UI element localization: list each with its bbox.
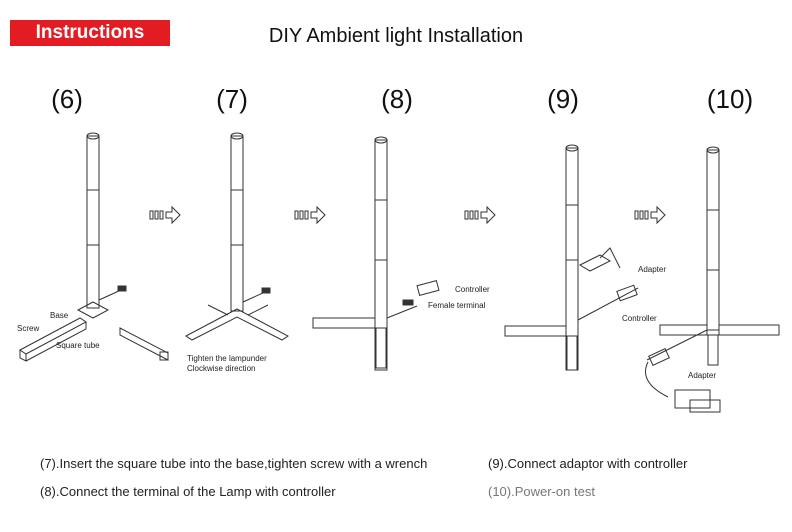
arrow-icon xyxy=(149,205,181,225)
label-controller-9: Controller xyxy=(622,314,657,323)
caption-step-8: (8).Connect the terminal of the Lamp wit… xyxy=(40,484,336,499)
label-female-terminal: Female terminal xyxy=(428,301,486,310)
step-number-7: (7) xyxy=(216,84,248,114)
label-base: Base xyxy=(50,311,69,320)
label-square-tube: Square tube xyxy=(56,341,100,350)
page-title: DIY Ambient light Installation xyxy=(268,25,524,47)
lamp-pole-step-9 xyxy=(504,144,639,371)
caption-step-7: (7).Insert the square tube into the base… xyxy=(40,456,428,471)
arrow-icon xyxy=(464,205,496,225)
label-adapter-9: Adapter xyxy=(638,265,667,274)
step-number-6: (6) xyxy=(51,84,83,114)
caption-step-9: (9).Connect adaptor with controller xyxy=(488,456,688,471)
caption-step-10: (10).Power-on test xyxy=(488,484,595,499)
arrow-icon xyxy=(634,205,666,225)
label-adapter-10: Adapter xyxy=(688,371,717,380)
arrow-icon xyxy=(294,205,326,225)
step-number-9: (9) xyxy=(547,84,579,114)
lamp-pole-step-8 xyxy=(312,136,440,371)
instructions-badge: Instructions xyxy=(10,20,170,46)
label-tighten-1: Tighten the lampunder xyxy=(187,354,267,363)
label-controller-8: Controller xyxy=(455,285,490,294)
label-tighten-2: Clockwise direction xyxy=(187,364,256,373)
lamp-pole-step-10 xyxy=(645,146,780,413)
lamp-pole-step-6 xyxy=(19,132,169,362)
step-number-8: (8) xyxy=(381,84,413,114)
lamp-pole-step-7 xyxy=(185,132,289,341)
label-screw: Screw xyxy=(17,324,40,333)
step-number-10: (10) xyxy=(706,84,754,114)
